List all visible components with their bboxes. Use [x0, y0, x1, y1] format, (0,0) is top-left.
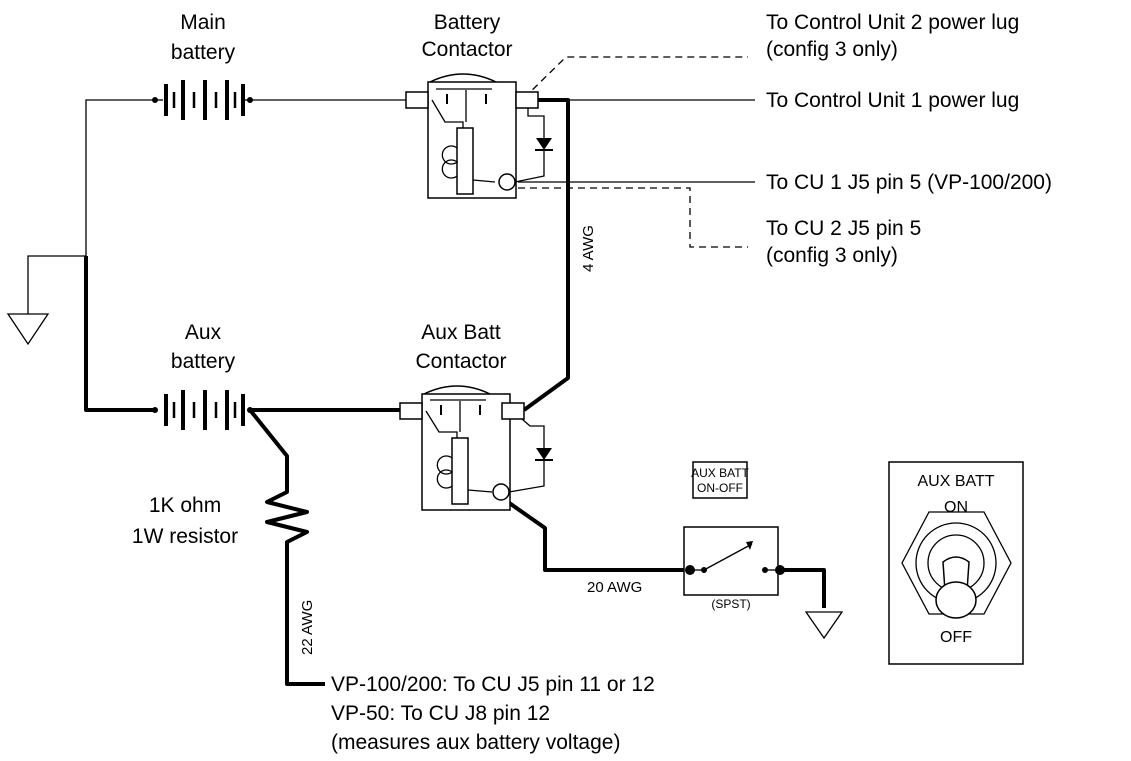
- cu2-power-dashed: [523, 56, 748, 99]
- switch-type-label: (SPST): [711, 597, 750, 611]
- switch-ground-wire: [780, 568, 826, 608]
- battery-contactor-label: Battery: [434, 11, 501, 34]
- ground-icon: [804, 611, 844, 640]
- aux-contactor-label: Aux Batt: [421, 321, 501, 344]
- battery-icon: [152, 80, 253, 120]
- main-battery-wiring: [85, 99, 406, 256]
- sense-label-2: VP-50: To CU J8 pin 12: [331, 702, 550, 725]
- switch-wire: [503, 498, 690, 572]
- aux-ground-wire: [84, 256, 155, 412]
- aux-battery-label-2: battery: [171, 350, 236, 373]
- cu2-power-label: To Control Unit 2 power lug: [766, 11, 1019, 34]
- panel-off-label: OFF: [940, 629, 972, 646]
- awg-20-label: 20 AWG: [587, 579, 642, 596]
- battery-icon: [152, 390, 253, 430]
- panel-on-label: ON: [944, 499, 968, 516]
- aux-batt-switch: [683, 526, 785, 596]
- switch-label-2: ON-OFF: [697, 481, 743, 495]
- resistor-icon: [248, 408, 325, 686]
- panel-title: AUX BATT: [917, 473, 994, 490]
- resistor-label: 1K ohm: [149, 494, 221, 517]
- switch-label: AUX BATT: [691, 466, 749, 480]
- ground-icon: [6, 255, 86, 346]
- main-battery-label-2: battery: [171, 41, 236, 64]
- sense-label-3: (measures aux battery voltage): [331, 731, 620, 754]
- aux-batt-contactor: [399, 385, 545, 511]
- cu2-j5-dashed: [518, 187, 748, 248]
- toggle-switch-icon: [935, 556, 977, 619]
- awg-22-label: 22 AWG: [299, 600, 316, 655]
- switch-label-box: [692, 461, 748, 499]
- main-battery-label: Main: [180, 11, 226, 34]
- cu1-j5-label: To CU 1 J5 pin 5 (VP-100/200): [766, 171, 1052, 194]
- sense-label: VP-100/200: To CU J5 pin 11 or 12: [331, 673, 655, 696]
- cu2-j5-label: To CU 2 J5 pin 5: [766, 217, 921, 240]
- diode-icon: [535, 138, 553, 151]
- battery-contactor-label-2: Contactor: [421, 38, 512, 61]
- aux-battery-label: Aux: [185, 321, 222, 344]
- cu2-power-label-2: (config 3 only): [766, 38, 898, 61]
- battery-contactor: [405, 73, 545, 199]
- awg-4-label: 4 AWG: [580, 225, 597, 272]
- cu2-j5-label-2: (config 3 only): [766, 244, 898, 267]
- diode-icon: [535, 448, 553, 461]
- aux-contactor-label-2: Contactor: [415, 350, 506, 373]
- cu1-power-label: To Control Unit 1 power lug: [766, 89, 1019, 112]
- resistor-label-2: 1W resistor: [132, 525, 238, 548]
